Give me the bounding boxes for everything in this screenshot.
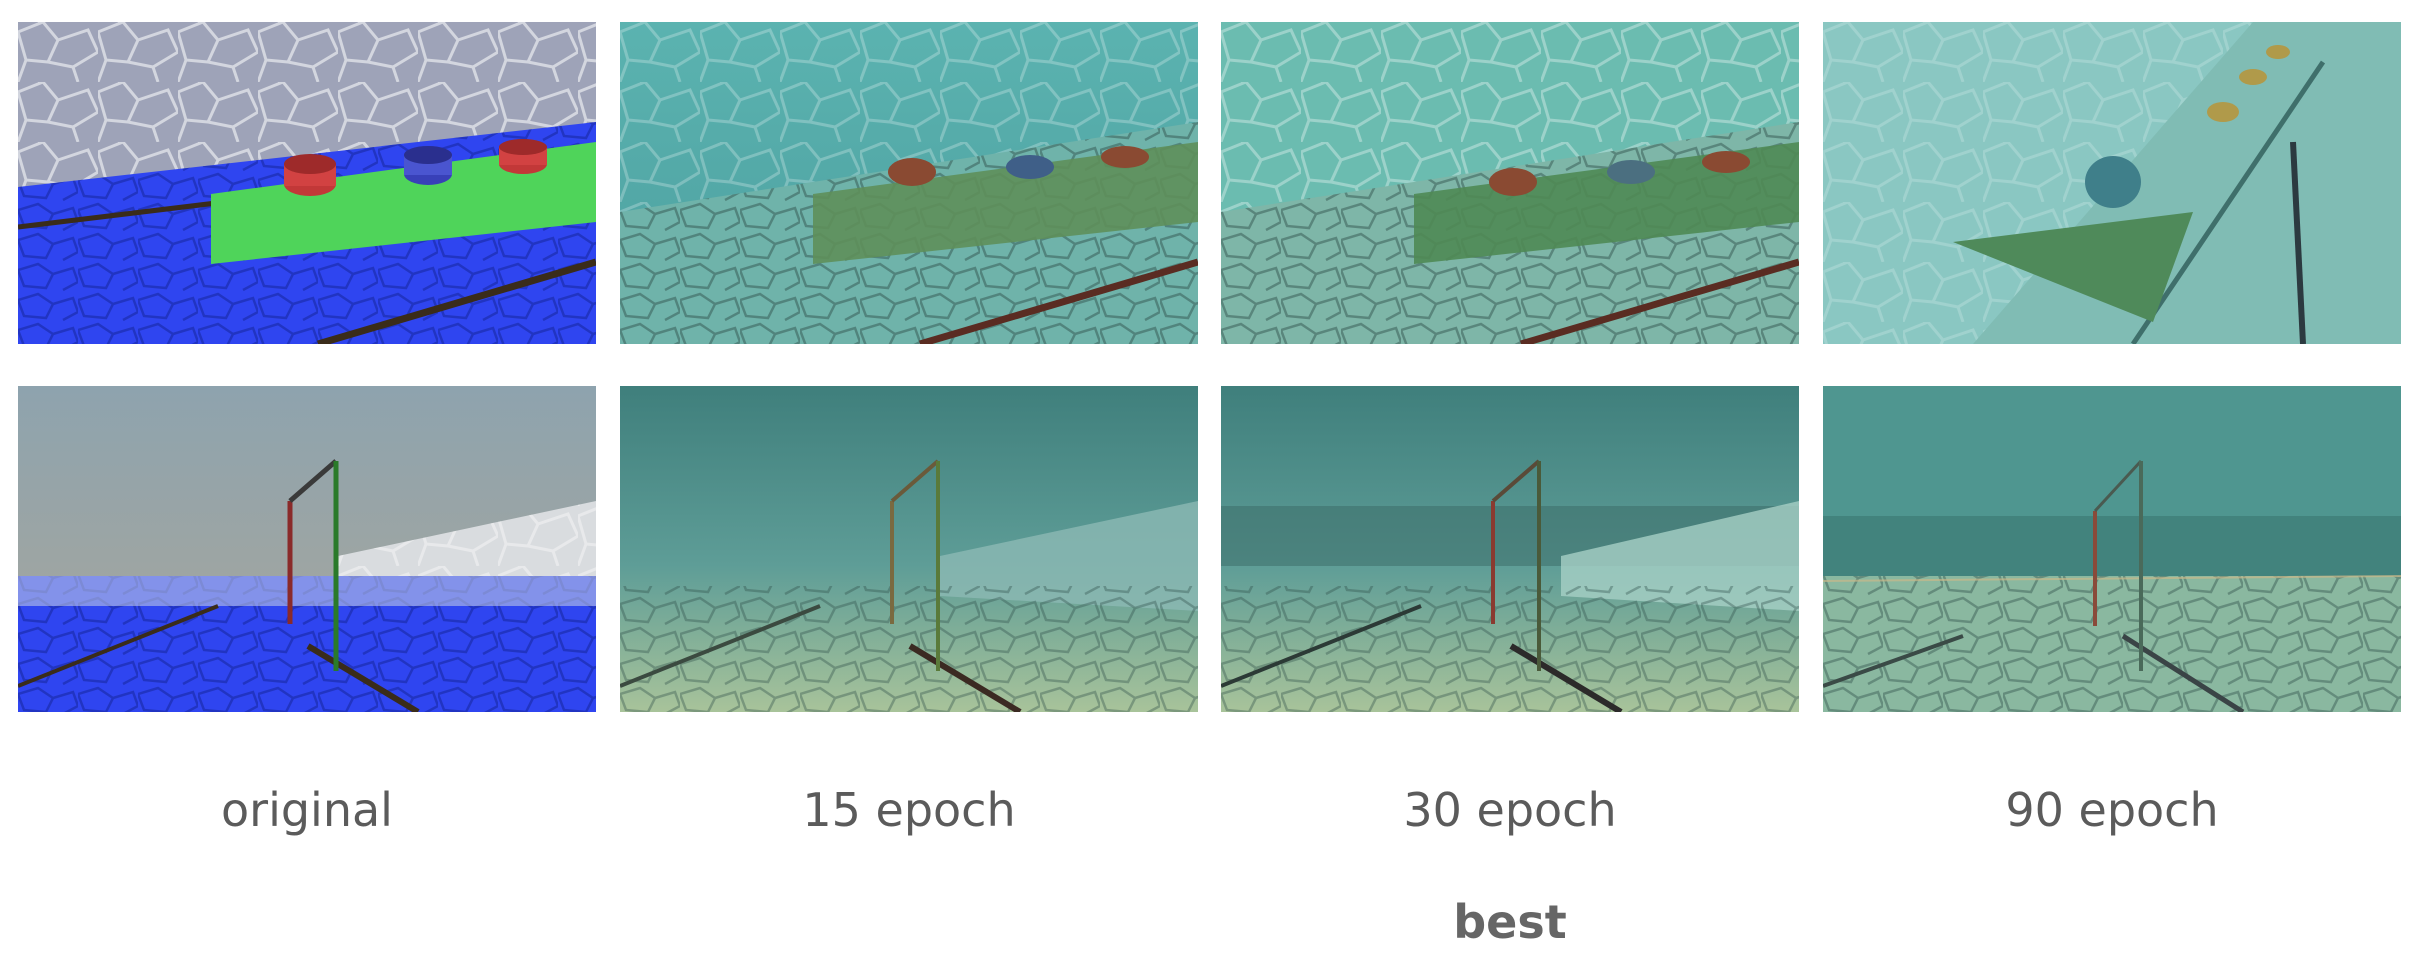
image-90-epoch-ring-course bbox=[1823, 22, 2401, 344]
image-90-epoch-gate-course bbox=[1823, 386, 2401, 712]
image-30-epoch-gate-course bbox=[1221, 386, 1799, 712]
image-30-epoch-ring-course bbox=[1221, 22, 1799, 344]
label-30-epoch: 30 epoch bbox=[1403, 783, 1617, 837]
image-15-epoch-gate-course bbox=[620, 386, 1198, 712]
label-original: original bbox=[221, 783, 393, 837]
image-original-gate-course bbox=[18, 386, 596, 712]
label-best: best bbox=[1453, 895, 1567, 949]
label-15-epoch: 15 epoch bbox=[802, 783, 1016, 837]
label-90-epoch: 90 epoch bbox=[2005, 783, 2219, 837]
image-original-ring-course bbox=[18, 22, 596, 344]
image-15-epoch-ring-course bbox=[620, 22, 1198, 344]
